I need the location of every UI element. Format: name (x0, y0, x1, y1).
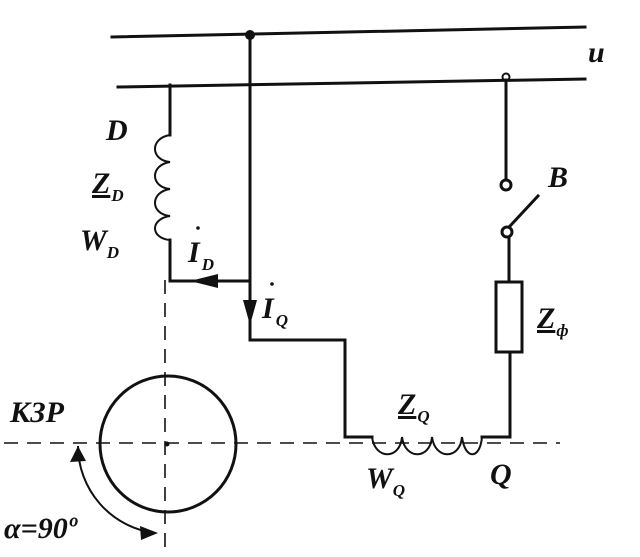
label-line-u: u (588, 36, 605, 69)
switch-contact-bottom (500, 225, 514, 239)
current-d-phasor-dot (196, 226, 200, 230)
label-coil-d-winding: WD (80, 224, 119, 262)
filter-impedance-box (494, 280, 524, 354)
angle-arc (77, 445, 156, 534)
label-filter-impedance: Zф (536, 302, 569, 340)
label-angle: α=90º (4, 512, 78, 545)
label-coil-d-name: D (105, 114, 128, 147)
supply-line-top (110, 25, 587, 39)
label-coil-q-impedance: ZQ (397, 388, 430, 426)
coil-d-winding (154, 134, 171, 241)
coil-q-winding (371, 436, 483, 456)
label-coil-q-name: Q (490, 458, 512, 491)
current-q-arrow (243, 300, 257, 325)
label-coil-q-winding: WQ (366, 462, 405, 500)
label-rotor-name: КЗР (9, 396, 65, 429)
label-switch-b: B (547, 161, 568, 194)
angle-arc-arrow-end (140, 526, 158, 540)
switch-contact-top (499, 178, 513, 192)
supply-line-bottom (116, 77, 587, 89)
switch-blade (507, 193, 541, 229)
rotor-circle (98, 374, 238, 514)
angle-arc-arrow-start (70, 446, 86, 462)
current-d-arrow (190, 274, 218, 288)
label-coil-d-impedance: ZD (91, 167, 124, 205)
current-q-phasor-dot (270, 282, 274, 286)
rotor-center-dot (164, 441, 170, 447)
